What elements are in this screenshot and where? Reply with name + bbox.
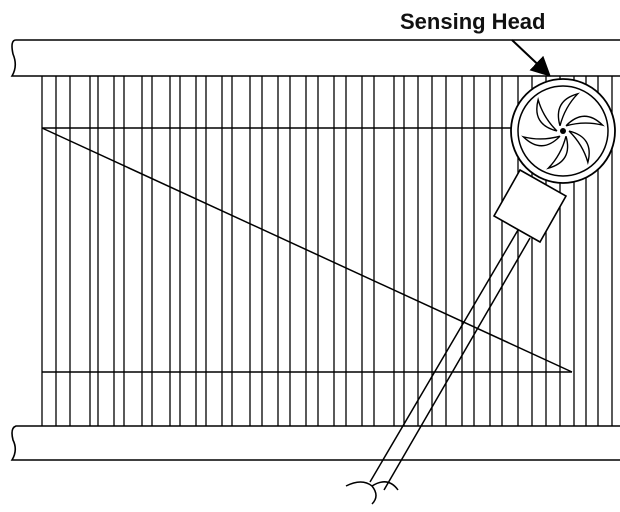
sensing-head-blade (521, 135, 561, 147)
sensing-head-label: Sensing Head (400, 9, 545, 34)
sensing-head-blade (546, 136, 569, 170)
sensing-head-blades (521, 92, 605, 170)
sensing-head-hub (560, 128, 566, 134)
sensing-head-inner-ring (517, 85, 609, 177)
sensing-head-blade (557, 92, 580, 126)
bottom-header-bar (10, 425, 620, 461)
callout-arrow (511, 39, 551, 77)
probe-rod-break (345, 481, 399, 505)
top-header-bar (10, 39, 620, 77)
coil-fins (41, 76, 613, 426)
probe-rod (369, 229, 531, 491)
sensing-head-blade (565, 115, 605, 127)
traverse-path-line (41, 127, 573, 373)
sensing-head (510, 78, 616, 184)
sensing-head-blade (536, 97, 558, 132)
sensing-head-blade (568, 130, 590, 165)
probe-body (492, 168, 568, 244)
